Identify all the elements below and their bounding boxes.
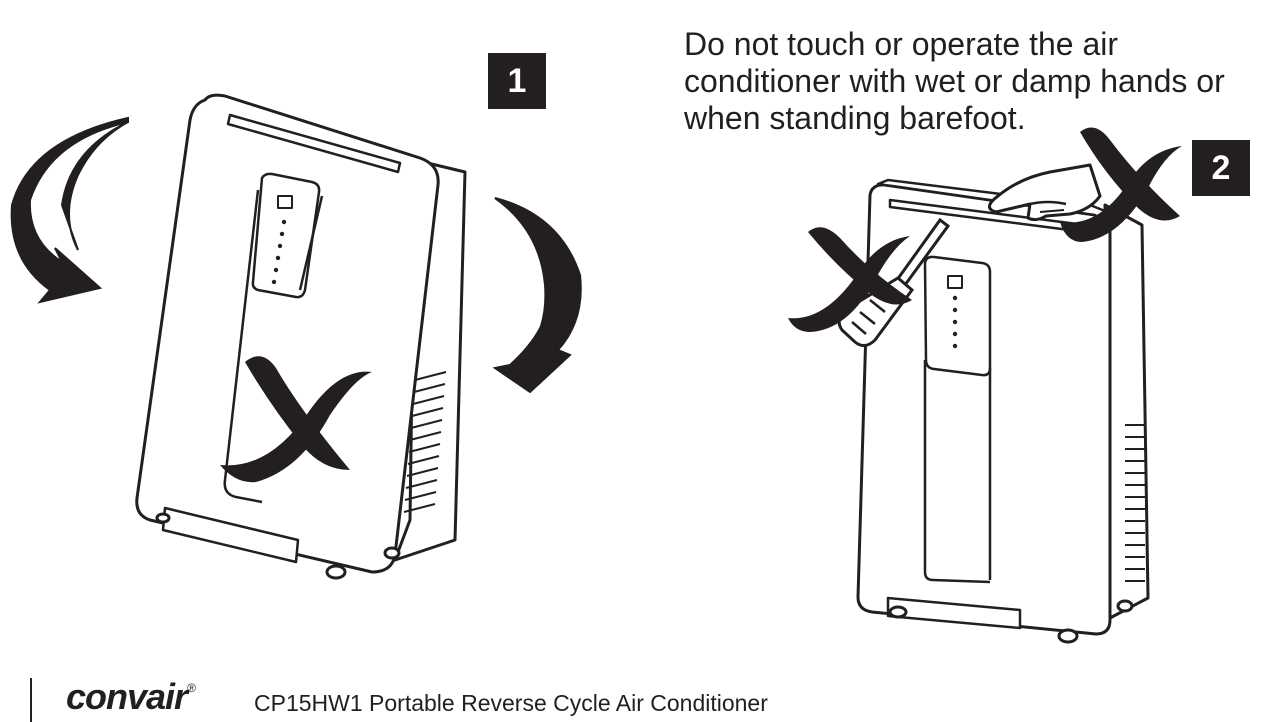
step-2-badge: 2 <box>1192 140 1250 196</box>
model-title: CP15HW1 Portable Reverse Cycle Air Condi… <box>254 690 768 716</box>
registered-mark: ® <box>187 681 196 695</box>
brand-name: convair <box>66 676 188 717</box>
warning-line-2: conditioner with wet or damp hands or <box>684 63 1225 99</box>
rotate-arrow-left-icon <box>10 116 129 304</box>
prohibited-x-mark <box>220 356 372 483</box>
upright-air-conditioner <box>856 178 1150 644</box>
warning-line-1: Do not touch or operate the air <box>684 26 1119 62</box>
tilted-air-conditioner <box>135 93 467 580</box>
warning-text: Do not touch or operate the air conditio… <box>684 26 1284 137</box>
prohibited-x-mark-screwdriver <box>788 227 912 332</box>
step-1-badge: 1 <box>488 53 546 109</box>
footer-divider <box>30 678 32 722</box>
hand-icon <box>988 163 1102 222</box>
brand-logo: convair® <box>66 676 196 718</box>
warning-line-3: when standing barefoot. <box>684 100 1026 136</box>
rotate-arrow-right-icon <box>492 197 582 394</box>
prohibited-x-mark-hand <box>1060 127 1182 242</box>
